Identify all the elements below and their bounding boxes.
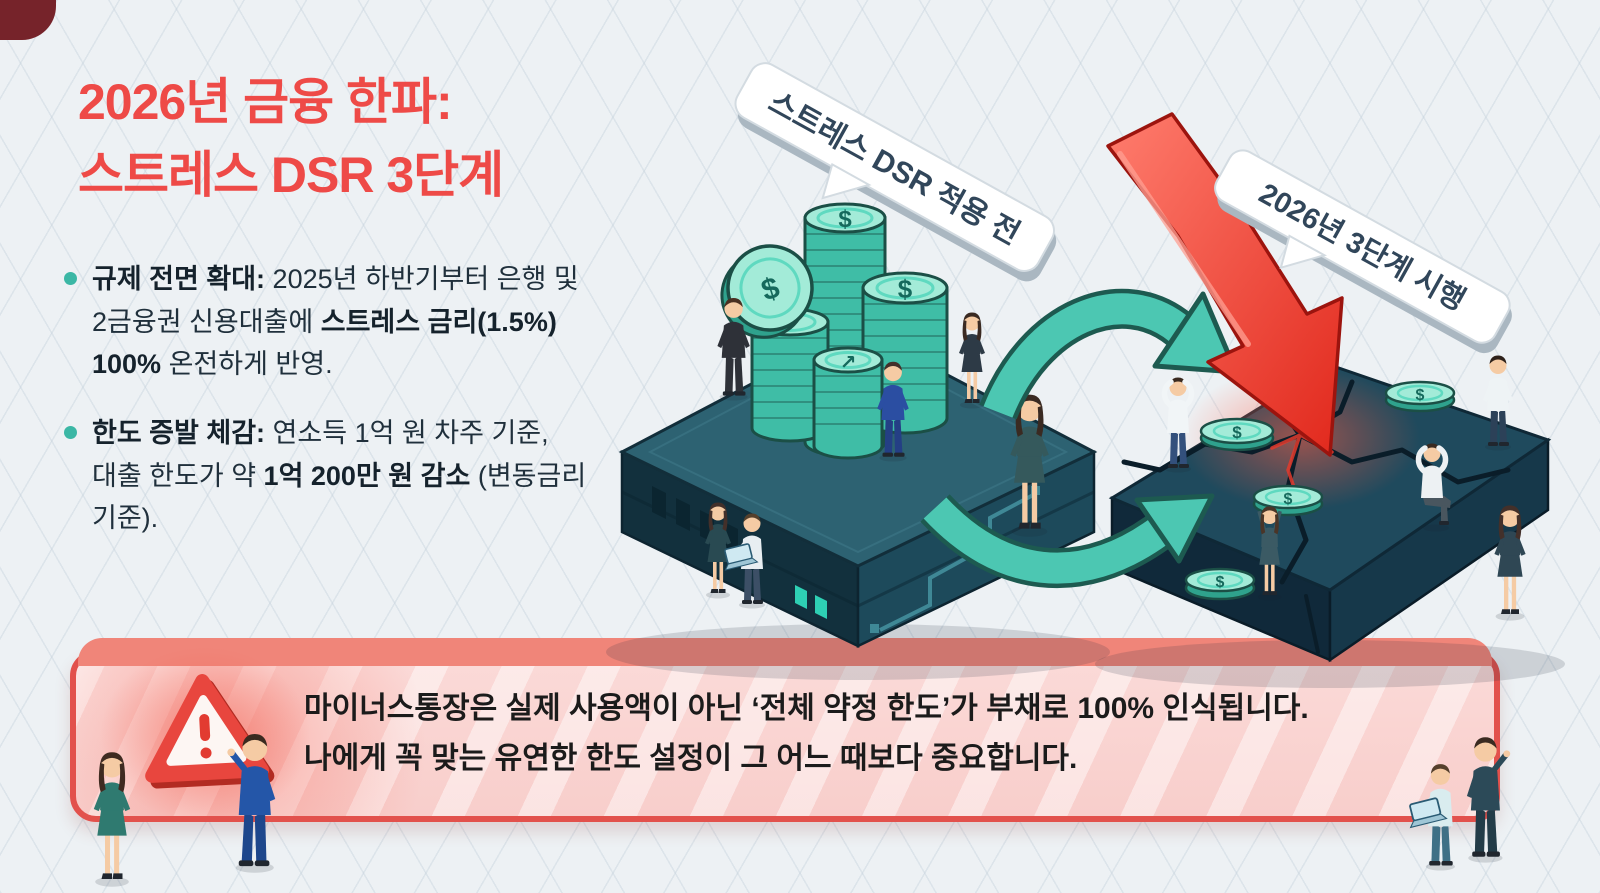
bullet-1-highlight: 스트레스 금리(1.5%) 100% [92,306,557,380]
coin-stack: ↗ [750,307,830,443]
person-figure [1483,355,1513,451]
circuit-trace [795,486,1040,633]
bullet-2-label: 한도 증발 체감: [92,417,266,448]
speech-bubble-before: 스트레스 DSR 적용 전 [734,62,1057,282]
person-figure [719,512,766,610]
coin-symbol-arrow: ↗ [840,352,857,374]
person-figure [1418,444,1451,532]
bullet-dot-icon [64,272,77,285]
flow-arrow-icon [979,288,1239,420]
banner-line-1: 마이너스통장은 실제 사용액이 아닌 ‘전체 약정 한도’가 부채로 100% … [304,692,1309,725]
person-figure [705,502,731,599]
bullet-text-2: 한도 증발 체감: 연소득 1억 원 차주 기준, 대출 한도가 약 1억 20… [92,417,587,534]
coin-symbol: $ [838,206,852,233]
person-figure [1164,378,1191,473]
coin-symbol: $ [898,274,913,304]
bullet-list: 규제 전면 확대: 2025년 하반기부터 은행 및 2금융권 신용대출에 스트… [64,258,594,566]
coin-stack: ↗ [812,346,884,460]
bullet-text-1: 규제 전면 확대: 2025년 하반기부터 은행 및 2금융권 신용대출에 스트… [92,264,579,380]
crash-arrow-icon [1106,112,1344,457]
coin-symbol: $ [1216,574,1225,591]
person-figure [717,297,750,401]
cracks [1121,375,1511,654]
coin-stack: $ [861,271,949,435]
title-line-1: 2026년 금융 한파: [78,74,453,130]
bubble-after-label: 2026년 3단계 시행 [1253,177,1470,317]
warning-banner: 마이너스통장은 실제 사용액이 아닌 ‘전체 약정 한도’가 부채로 100% … [70,638,1500,822]
coin-symbol: $ [1232,423,1242,442]
warning-banner-text: 마이너스통장은 실제 사용액이 아닌 ‘전체 약정 한도’가 부채로 100% … [304,684,1454,785]
coin: $ [1184,567,1256,601]
coin: $ [1199,417,1275,452]
coin-stacks: $ $ ↗ $ [720,202,949,460]
flow-arrow-icon [920,493,1215,589]
bullet-1-label: 규제 전면 확대: [92,264,266,294]
bubble-before-label: 스트레스 DSR 적용 전 [763,86,1025,251]
bullet-item-2: 한도 증발 체감: 연소득 1억 원 차주 기준, 대출 한도가 약 1억 20… [64,412,594,540]
crack-glow [1270,433,1334,507]
person-figure [1010,394,1049,537]
banner-line-2: 나에게 꼭 맞는 유연한 한도 설정이 그 어느 때보다 중요합니다. [304,742,1078,776]
coin: $ [1384,380,1456,413]
coin-symbol-arrow: ↗ [781,311,799,336]
coin-stack: $ [803,202,887,458]
vent-slots [652,486,738,555]
bullet-item-1: 규제 전면 확대: 2025년 하반기부터 은행 및 2금융권 신용대출에 스트… [64,258,594,386]
tilted-coin: $ [720,244,814,339]
bullet-2-highlight: 1억 200만 원 감소 [263,460,471,491]
platform-before [606,326,1110,680]
corner-accent [0,0,56,40]
person-figure [1257,506,1282,601]
person-figure [877,361,909,462]
coin: $ [1252,484,1324,517]
coin-symbol: $ [1284,491,1293,508]
person-figure [959,312,985,409]
coin-symbol: $ [1416,387,1425,404]
coin-symbol: $ [757,271,783,308]
page-title: 2026년 금융 한파: 스트레스 DSR 3단계 [78,66,504,211]
person-figure [1494,505,1526,621]
speech-bubble-after: 2026년 3단계 시행 [1214,149,1512,354]
bullet-dot-icon [64,425,77,439]
title-line-2: 스트레스 DSR 3단계 [78,146,504,203]
